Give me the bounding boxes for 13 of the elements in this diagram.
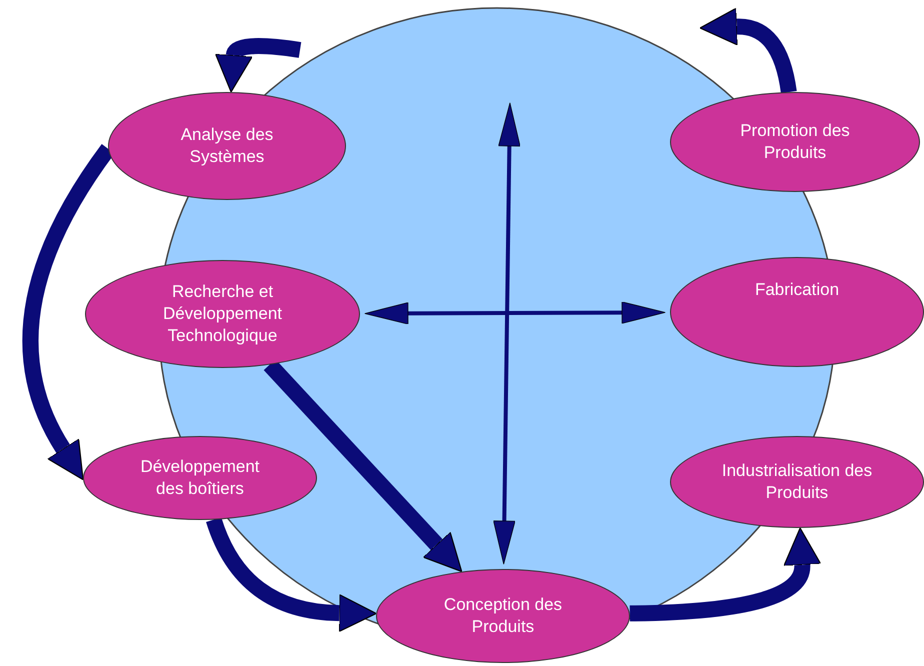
node-label: Fabrication (754, 279, 840, 301)
arrow (699, 8, 797, 94)
arrow (630, 528, 822, 622)
node-label: Développement des boîtiers (139, 456, 261, 500)
arrow (206, 517, 377, 632)
node-label: Recherche et Développement Technologique (162, 281, 284, 347)
arrow (216, 38, 302, 92)
arrow (493, 102, 520, 565)
node-label: Conception des Produits (442, 594, 564, 638)
arrow (364, 301, 666, 324)
node-label: Promotion des Produits (739, 120, 851, 164)
node-label: Industrialisation des Produits (720, 460, 874, 504)
node-label: Analyse des Systèmes (180, 124, 274, 168)
